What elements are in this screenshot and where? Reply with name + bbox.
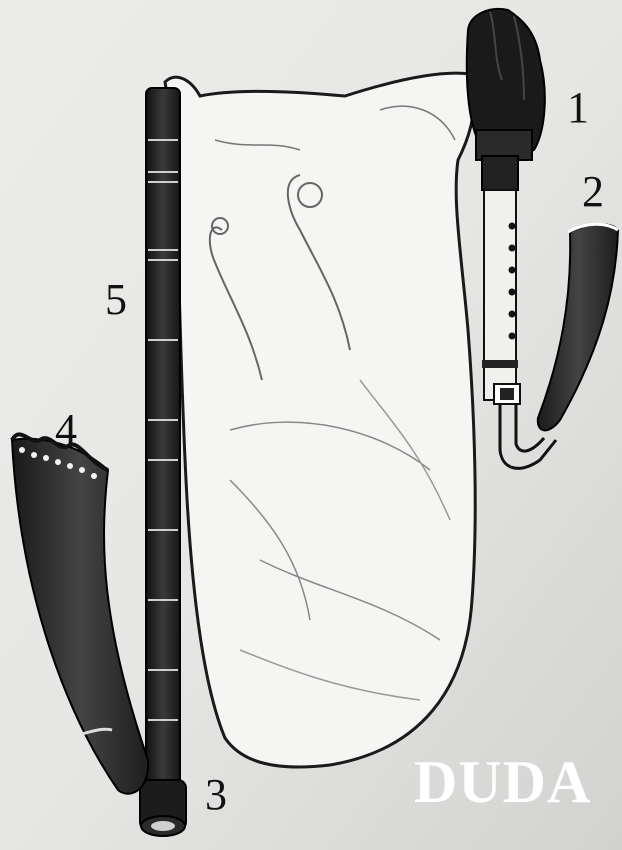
title-duda: DUDA: [414, 752, 591, 812]
label-4: 4: [55, 408, 77, 452]
label-2: 2: [582, 170, 604, 214]
label-5: 5: [105, 278, 127, 322]
bag: [165, 73, 475, 767]
label-1: 1: [567, 86, 589, 130]
label-3: 3: [205, 773, 227, 817]
drone-pipe: [140, 88, 186, 836]
